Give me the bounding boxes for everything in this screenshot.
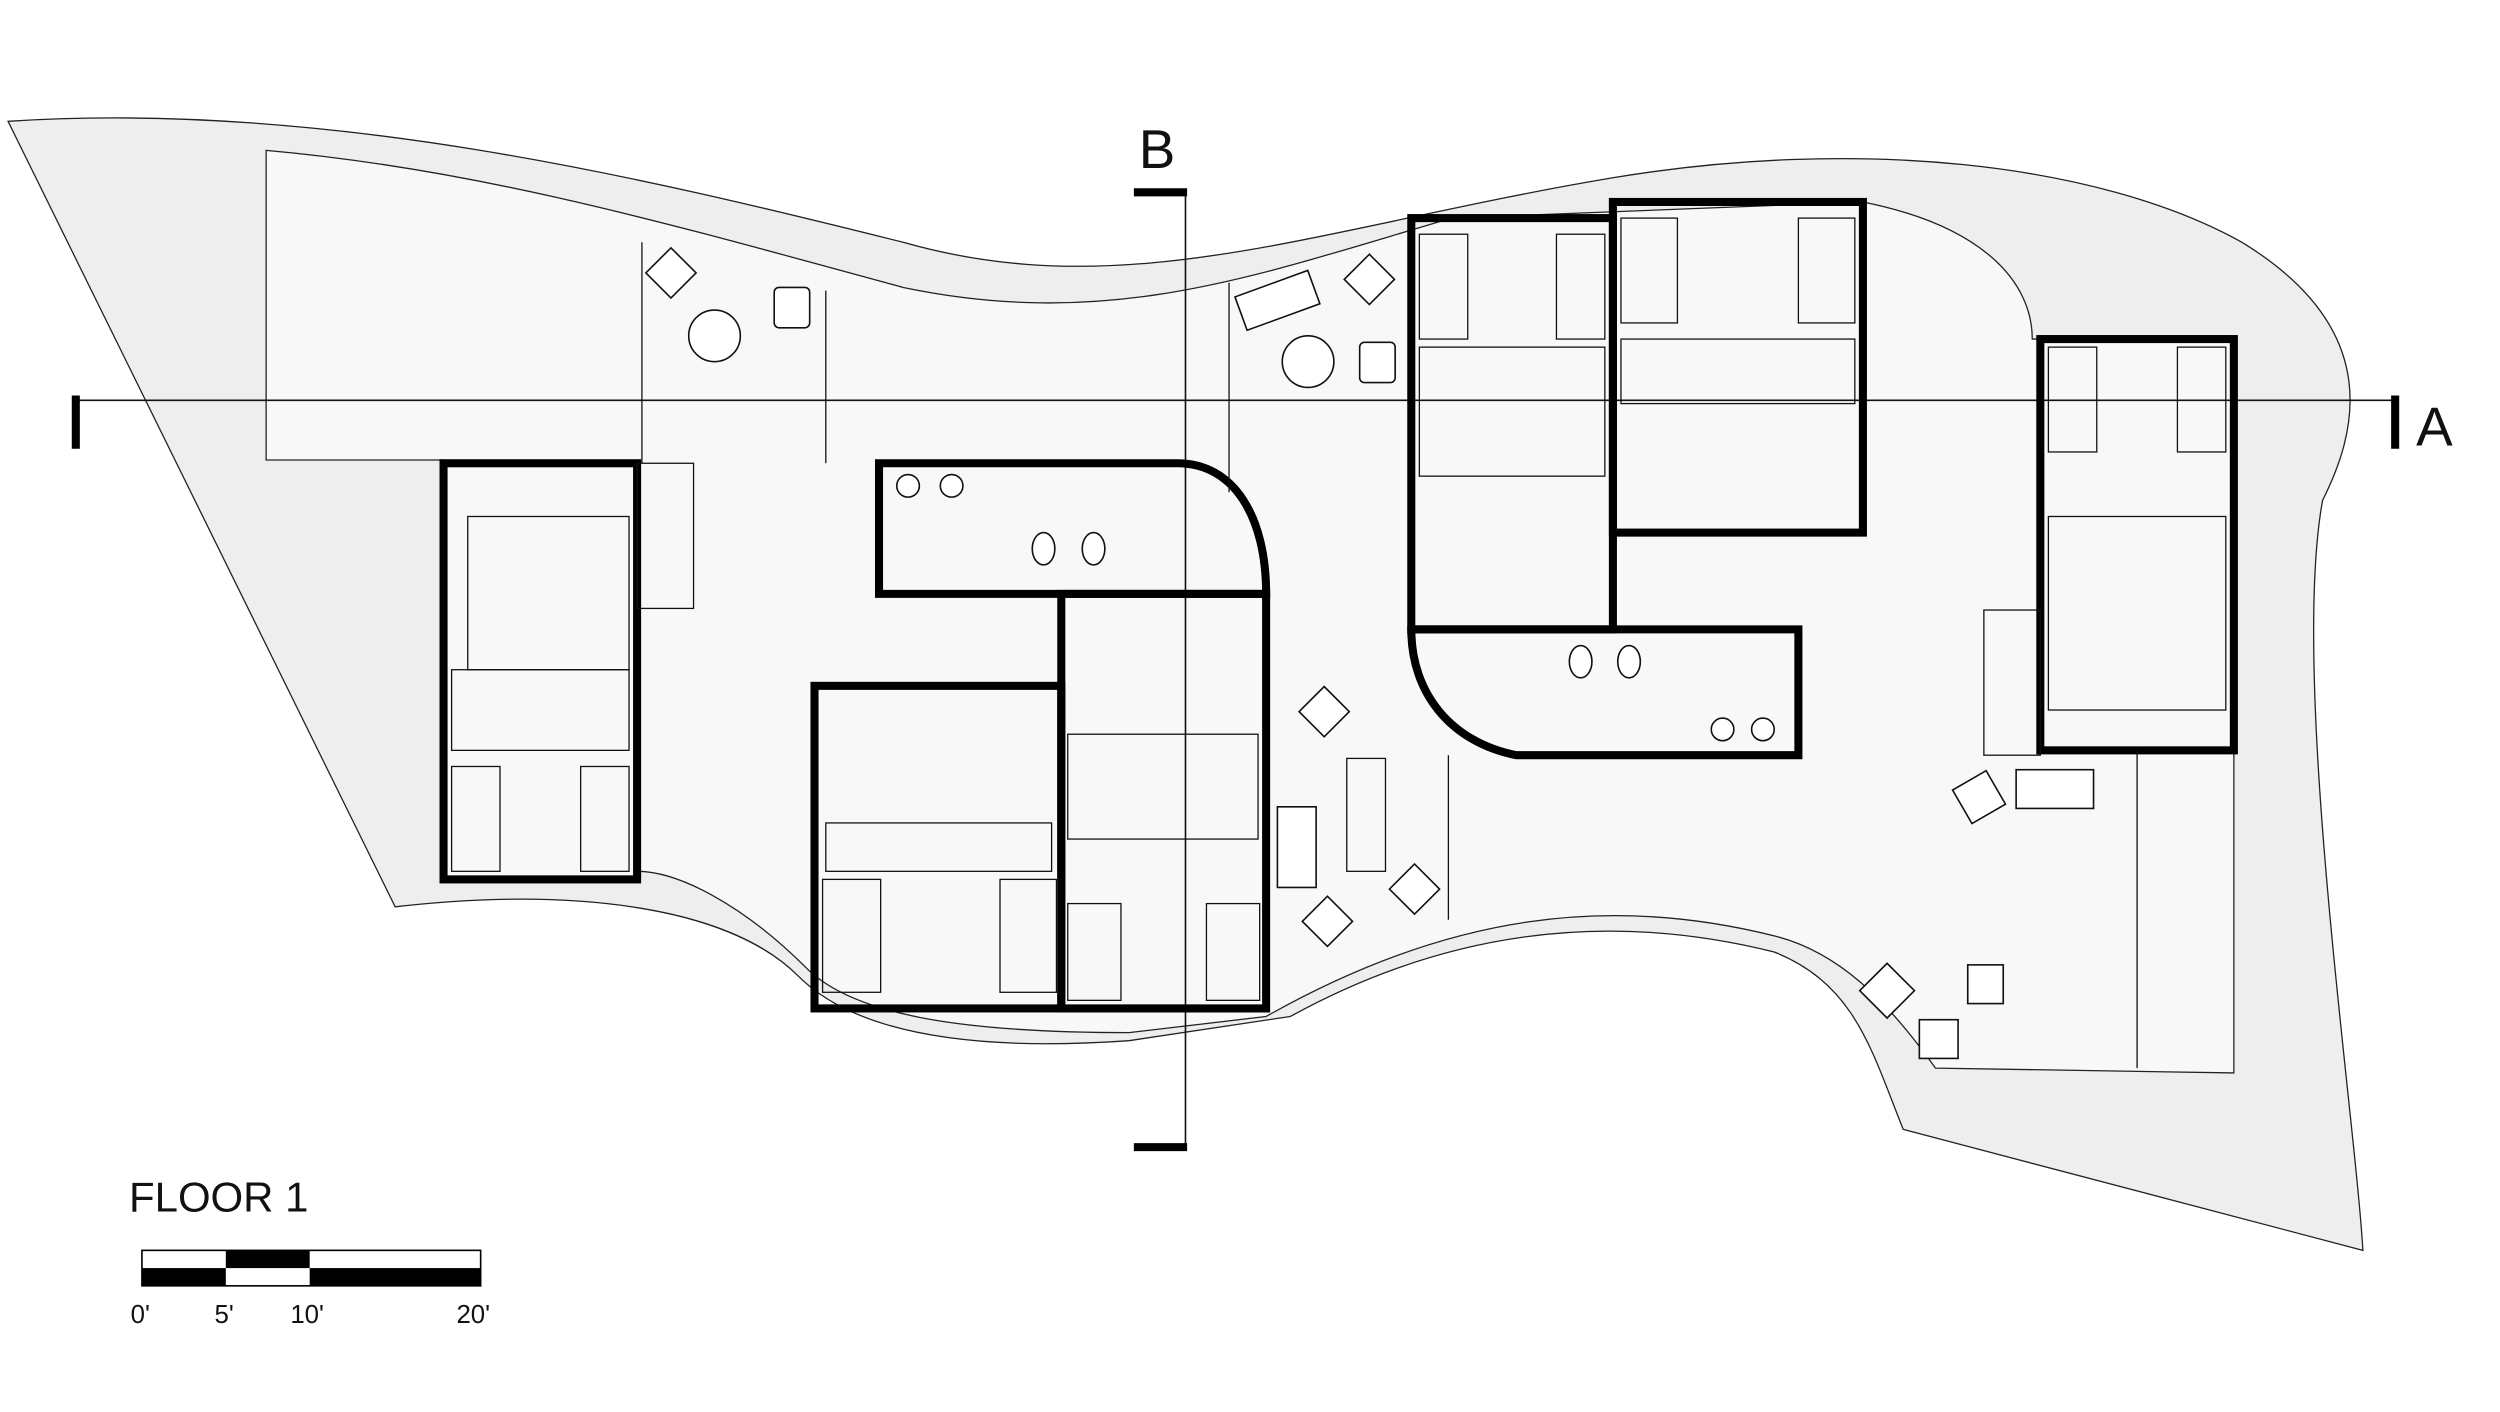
armchair	[1918, 1018, 1959, 1060]
bathroom-2	[1407, 625, 1803, 760]
sofa	[1276, 806, 1317, 889]
section-label-b: B	[1139, 118, 1176, 180]
floor-title: FLOOR 1	[129, 1174, 308, 1221]
interior-area	[265, 149, 2235, 1074]
sink	[1750, 717, 1775, 742]
toilet	[1568, 644, 1593, 679]
armchair	[1358, 341, 1396, 384]
sink	[1710, 717, 1735, 742]
section-line-a: A	[71, 395, 2453, 458]
bedroom-1	[439, 459, 642, 884]
armchair	[773, 286, 811, 329]
scale-label-0: 0'	[131, 1301, 150, 1329]
round-table	[687, 309, 742, 363]
sofa	[1233, 269, 1321, 332]
armchair	[1343, 253, 1396, 306]
sofa	[2015, 768, 2095, 810]
armchair	[1297, 685, 1351, 738]
armchair	[1301, 895, 1354, 948]
armchair	[1858, 962, 1916, 1020]
scale-label-20: 20'	[456, 1301, 490, 1329]
toilet	[1031, 531, 1056, 566]
scale-bar: 0' 5' 10' 20'	[131, 1249, 490, 1329]
armchair	[1388, 862, 1441, 916]
partition-lines	[450, 242, 2227, 1069]
toilet	[1616, 644, 1642, 679]
sink	[939, 473, 964, 498]
armchair	[1966, 964, 2005, 1005]
round-table	[1281, 335, 1335, 389]
bunk-beds	[450, 217, 2227, 1001]
scale-label-10: 10'	[290, 1301, 324, 1329]
section-label-a: A	[2416, 396, 2453, 458]
bedroom-5	[1608, 197, 1867, 537]
toilet	[1081, 531, 1106, 566]
armchair	[1951, 769, 2007, 825]
bathroom-1	[875, 459, 1271, 598]
section-line-b: B	[1133, 118, 1188, 1152]
armchair	[644, 246, 698, 300]
scale-label-5: 5'	[215, 1301, 234, 1329]
sink	[895, 473, 921, 498]
